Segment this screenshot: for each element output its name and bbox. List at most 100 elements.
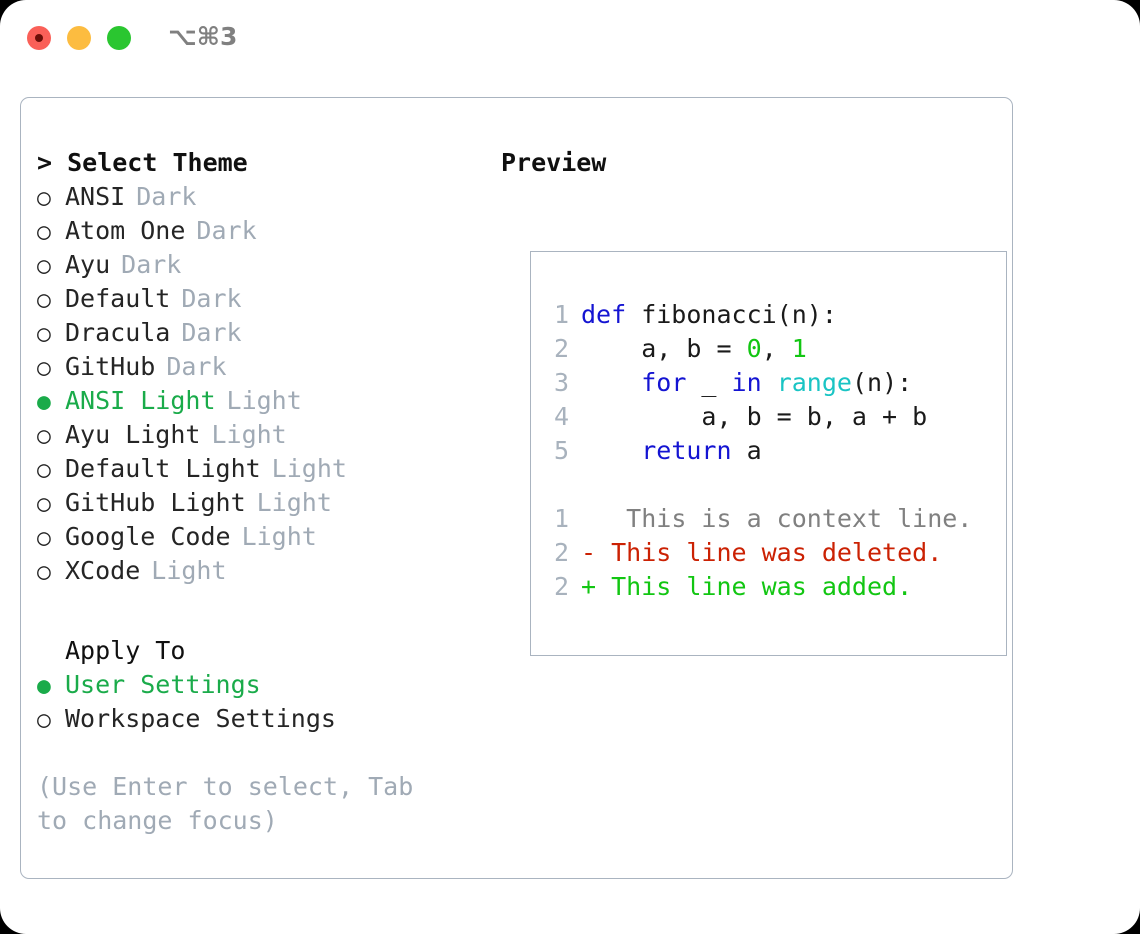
theme-option-row[interactable]: ● ANSI Light Light xyxy=(37,384,477,418)
radio-unselected-icon: ○ xyxy=(37,355,51,381)
code-token: fibonacci(n): xyxy=(626,300,837,329)
code-line: 3 for _ in range(n): xyxy=(547,366,972,400)
minimize-button-icon[interactable] xyxy=(67,26,91,50)
option-label: Ayu xyxy=(65,250,111,279)
line-number: 4 xyxy=(553,402,569,431)
theme-variant-label: Dark xyxy=(196,216,257,245)
line-number: 1 xyxy=(553,504,569,533)
theme-variant-label: Dark xyxy=(136,182,197,211)
theme-option-row[interactable]: ○ Google Code Light xyxy=(37,520,477,554)
code-token: for xyxy=(641,368,687,397)
code-blank-line xyxy=(547,468,972,502)
code-line: 1 def fibonacci(n): xyxy=(547,298,972,332)
diff-text: This line was added. xyxy=(596,572,913,601)
diff-marker xyxy=(581,504,596,533)
keyboard-shortcut-label: ⌥⌘3 xyxy=(168,22,238,51)
theme-option-row[interactable]: ○ XCode Light xyxy=(37,554,477,588)
code-token: a xyxy=(731,436,762,465)
theme-option-row[interactable]: ○ Default Light Light xyxy=(37,452,477,486)
theme-variant-label: Dark xyxy=(121,250,182,279)
code-token: def xyxy=(581,300,627,329)
theme-variant-label: Dark xyxy=(181,318,242,347)
close-button-icon[interactable] xyxy=(27,26,51,50)
apply-to-option-row[interactable]: ○ Workspace Settings xyxy=(37,702,477,736)
code-token: , xyxy=(761,334,792,363)
line-number: 3 xyxy=(553,368,569,397)
option-label: Atom One xyxy=(65,216,186,245)
option-label: Workspace Settings xyxy=(65,704,336,733)
code-token: a, b = b, a + b xyxy=(581,402,928,431)
option-label: Ayu Light xyxy=(65,420,201,449)
select-theme-heading: > Select Theme xyxy=(37,148,248,177)
line-number: 2 xyxy=(553,572,569,601)
apply-to-list[interactable]: ●User Settings ○ Workspace Settings xyxy=(37,668,477,736)
option-label: GitHub xyxy=(65,352,156,381)
theme-variant-label: Dark xyxy=(181,284,242,313)
radio-unselected-icon: ○ xyxy=(37,287,51,313)
diff-line: 1 This is a context line. xyxy=(547,502,972,536)
theme-variant-label: Light xyxy=(256,488,332,517)
radio-selected-icon: ● xyxy=(37,673,51,699)
code-line: 5 return a xyxy=(547,434,972,468)
option-label: Default Light xyxy=(65,454,261,483)
theme-option-row[interactable]: ○ Dracula Dark xyxy=(37,316,477,350)
theme-option-row[interactable]: ○ GitHub Dark xyxy=(37,350,477,384)
radio-unselected-icon: ○ xyxy=(37,253,51,279)
radio-unselected-icon: ○ xyxy=(37,525,51,551)
diff-marker: - xyxy=(581,538,597,567)
theme-variant-label: Light xyxy=(211,420,287,449)
code-token: (n): xyxy=(851,368,913,397)
diff-line: 2- This line was deleted. xyxy=(547,536,972,570)
option-label: XCode xyxy=(65,556,141,585)
code-token: 1 xyxy=(791,334,807,363)
theme-option-row[interactable]: ○ Ayu Dark xyxy=(37,248,477,282)
line-number: 2 xyxy=(553,538,569,567)
code-token: range xyxy=(776,368,852,397)
diff-marker: + xyxy=(581,572,597,601)
zoom-button-icon[interactable] xyxy=(107,26,131,50)
radio-selected-icon: ● xyxy=(37,389,51,415)
code-token: _ xyxy=(686,368,732,397)
apply-to-option-row[interactable]: ●User Settings xyxy=(37,668,477,702)
keyboard-hint-text: (Use Enter to select, Tab to change focu… xyxy=(37,772,429,835)
code-token: in xyxy=(731,368,762,397)
radio-unselected-icon: ○ xyxy=(37,559,51,585)
theme-variant-label: Light xyxy=(271,454,347,483)
radio-unselected-icon: ○ xyxy=(37,219,51,245)
code-line: 4 a, b = b, a + b xyxy=(547,400,972,434)
preview-heading: Preview xyxy=(501,148,607,177)
theme-variant-label: Light xyxy=(151,556,227,585)
theme-option-row[interactable]: ○ ANSI Dark xyxy=(37,180,477,214)
option-label: ANSI Light xyxy=(65,386,216,415)
line-number: 5 xyxy=(553,436,569,465)
theme-variant-label: Dark xyxy=(166,352,227,381)
code-token xyxy=(581,436,641,465)
option-label: Google Code xyxy=(65,522,231,551)
theme-option-row[interactable]: ○ Atom One Dark xyxy=(37,214,477,248)
diff-text: This line was deleted. xyxy=(596,538,943,567)
theme-variant-label: Light xyxy=(241,522,317,551)
option-label: Dracula xyxy=(65,318,171,347)
theme-variant-label: Light xyxy=(226,386,302,415)
line-number: 2 xyxy=(553,334,569,363)
title-bar: ⌥⌘3 xyxy=(0,0,1140,76)
option-label: ANSI xyxy=(65,182,126,211)
radio-unselected-icon: ○ xyxy=(37,457,51,483)
radio-unselected-icon: ○ xyxy=(37,707,51,733)
line-number: 1 xyxy=(553,300,569,329)
radio-unselected-icon: ○ xyxy=(37,321,51,347)
code-token: a, b = xyxy=(581,334,747,363)
code-line: 2 a, b = 0, 1 xyxy=(547,332,972,366)
radio-unselected-icon: ○ xyxy=(37,491,51,517)
diff-text: This is a context line. xyxy=(596,504,973,533)
radio-unselected-icon: ○ xyxy=(37,185,51,211)
